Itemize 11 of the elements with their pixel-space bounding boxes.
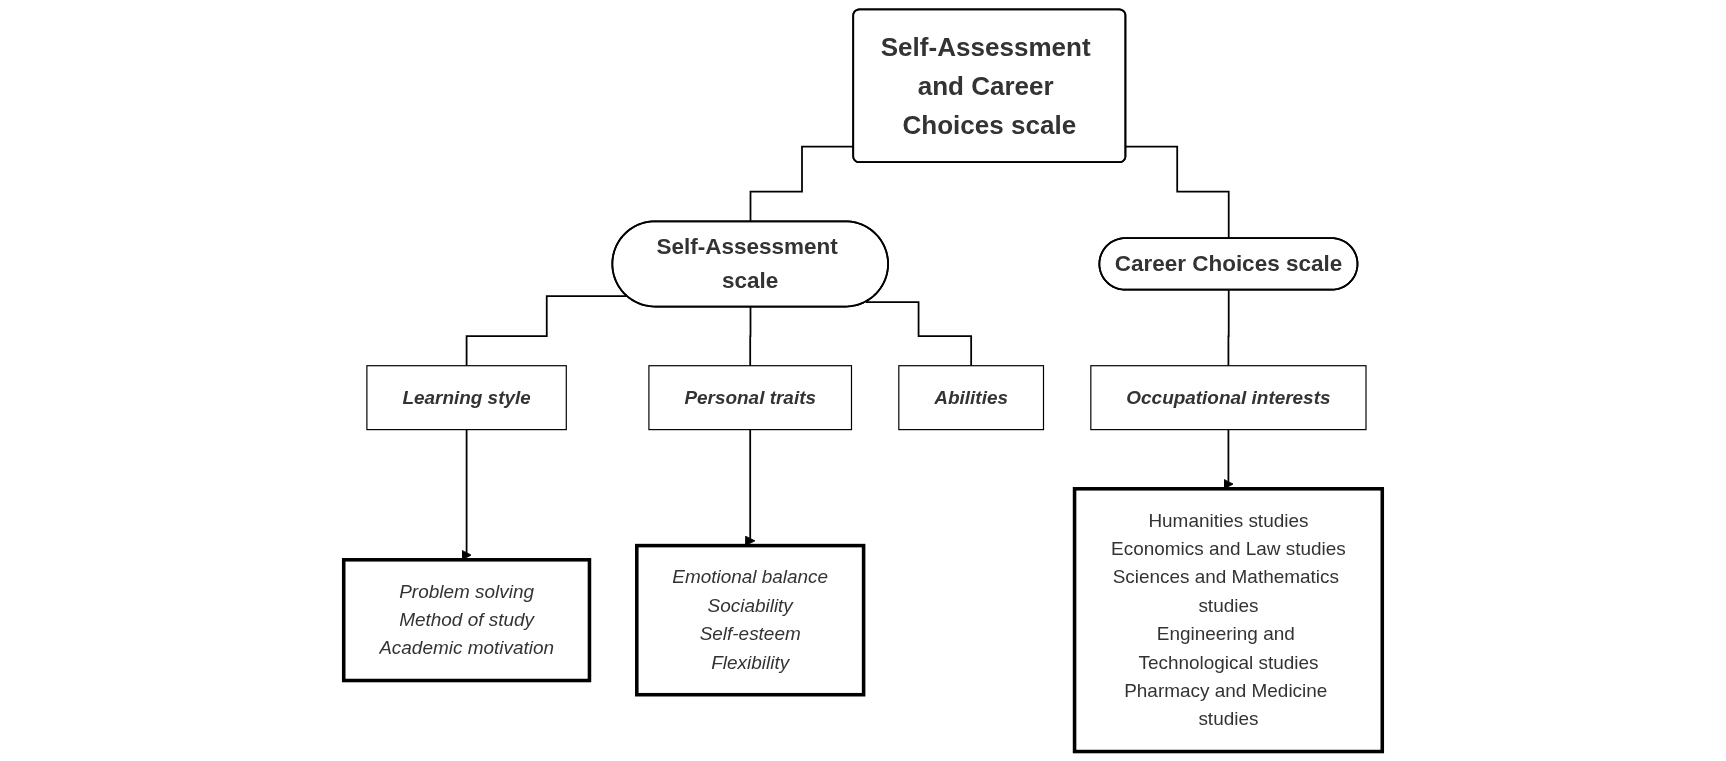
node-box: Humanities studies Economics and Law studies Sciences and Mathematics studies Engineering and Technological studies Pharmacy and Medicine studies	[1072, 487, 1385, 754]
node-box: Learning style	[366, 365, 567, 431]
connector	[1125, 145, 1230, 240]
node-box: Abilities	[898, 365, 1045, 431]
node-box: Occupational interests	[1090, 365, 1367, 431]
connector	[465, 295, 628, 367]
connector	[865, 301, 973, 367]
node-box: Personal traits	[648, 365, 853, 431]
node-box: Emotional balance Sociability Self-esteem Flexibility	[635, 543, 866, 697]
connector	[1227, 289, 1230, 367]
connector	[749, 306, 752, 367]
